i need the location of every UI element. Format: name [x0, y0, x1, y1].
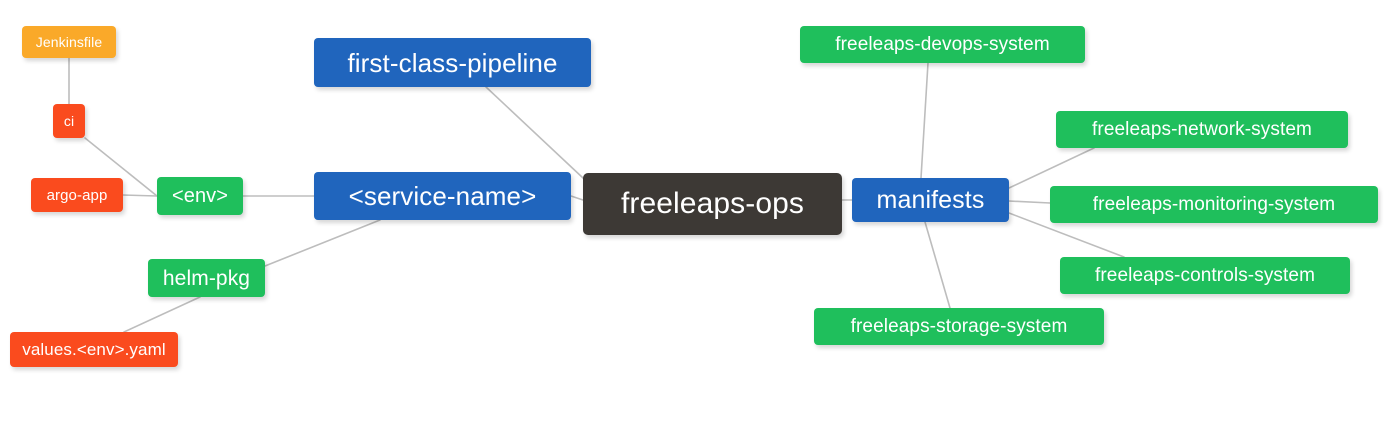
node-freeleaps-controls-system[interactable]: freeleaps-controls-system	[1060, 257, 1350, 294]
edge-service-name-to-helm-pkg	[264, 219, 381, 267]
node-freeleaps-devops-system[interactable]: freeleaps-devops-system	[800, 26, 1085, 63]
node-ci[interactable]: ci	[53, 104, 85, 138]
node-jenkinsfile[interactable]: Jenkinsfile	[22, 26, 116, 58]
node-values-yaml[interactable]: values.<env>.yaml	[10, 332, 178, 367]
node-label: freeleaps-storage-system	[850, 316, 1068, 337]
edge-helm-pkg-to-values-yaml	[123, 296, 201, 333]
node-label: freeleaps-devops-system	[835, 34, 1050, 55]
node-freeleaps-storage-system[interactable]: freeleaps-storage-system	[814, 308, 1104, 345]
node-label: freeleaps-network-system	[1092, 119, 1312, 140]
edge-manifests-to-freeleaps-monitoring-system	[1008, 200, 1051, 204]
node-label: ci	[63, 113, 75, 129]
edge-manifests-to-freeleaps-devops-system	[920, 62, 929, 179]
edge-manifests-to-freeleaps-network-system	[1008, 147, 1095, 189]
node-freeleaps-monitoring-system[interactable]: freeleaps-monitoring-system	[1050, 186, 1378, 223]
edge-manifests-to-freeleaps-storage-system	[924, 221, 951, 309]
node-label: <env>	[171, 185, 229, 207]
node-label: freeleaps-ops	[620, 187, 805, 220]
node-label: first-class-pipeline	[347, 47, 558, 78]
node-helm-pkg[interactable]: helm-pkg	[148, 259, 265, 297]
node-label: <service-name>	[348, 181, 537, 211]
edge-first-class-pipeline-to-freeleaps-ops	[485, 86, 584, 179]
node-argo-app[interactable]: argo-app	[31, 178, 123, 212]
node-label: argo-app	[46, 186, 108, 204]
node-manifests[interactable]: manifests	[852, 178, 1009, 222]
node-freeleaps-ops[interactable]: freeleaps-ops	[583, 173, 842, 235]
node-first-class-pipeline[interactable]: first-class-pipeline	[314, 38, 591, 87]
node-label: Jenkinsfile	[35, 34, 103, 50]
node-env[interactable]: <env>	[157, 177, 243, 215]
node-label: freeleaps-monitoring-system	[1092, 194, 1336, 215]
edge-argo-app-to-env	[122, 194, 158, 197]
node-freeleaps-network-system[interactable]: freeleaps-network-system	[1056, 111, 1348, 148]
node-label: helm-pkg	[162, 266, 251, 290]
node-label: freeleaps-controls-system	[1094, 265, 1316, 286]
node-label: values.<env>.yaml	[22, 340, 166, 359]
node-service-name[interactable]: <service-name>	[314, 172, 571, 220]
node-label: manifests	[876, 185, 985, 214]
edge-service-name-to-freeleaps-ops	[570, 195, 584, 201]
